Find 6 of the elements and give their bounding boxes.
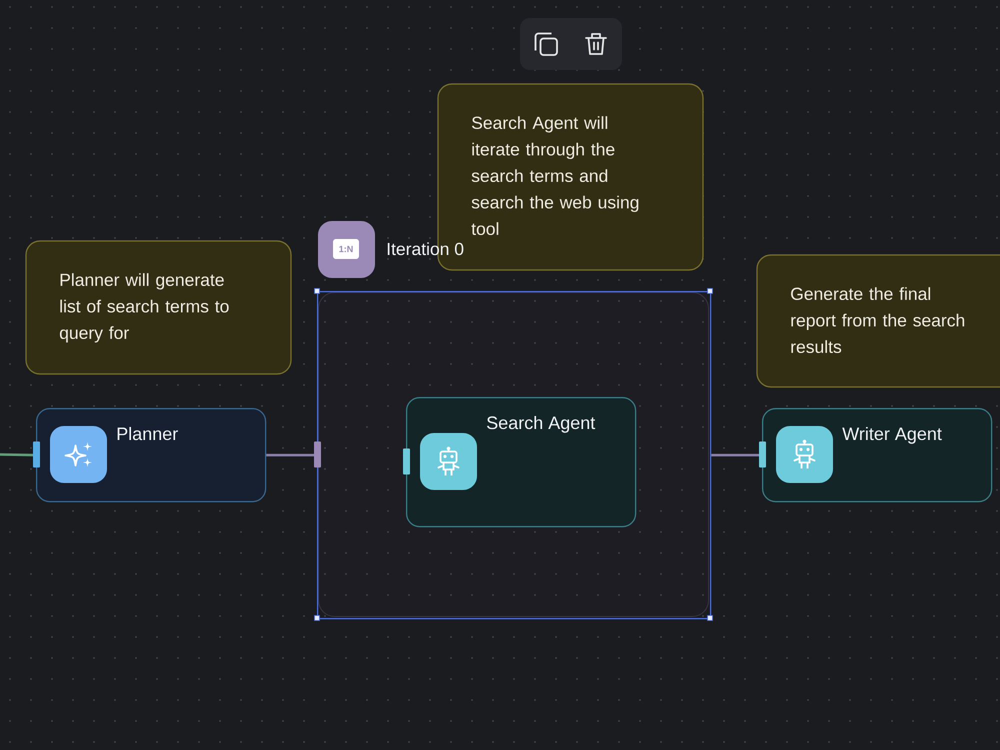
group-title: Iteration 0 (388, 242, 464, 256)
iteration-badge: 1:N (318, 221, 375, 278)
note-box: Planner will generate list of search terms to query for (25, 240, 292, 375)
connector-line (266, 454, 317, 456)
connector-line (711, 454, 762, 456)
note-box: Generate the final report from the search results (756, 254, 1000, 388)
